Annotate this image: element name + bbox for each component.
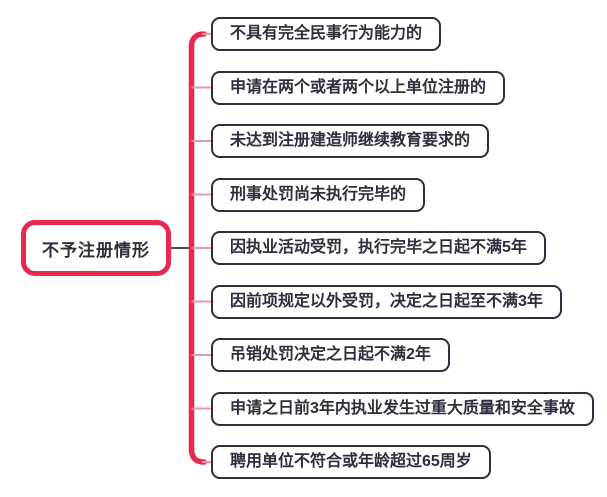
- branch-node-4[interactable]: 刑事处罚尚未执行完毕的: [211, 177, 426, 212]
- root-node[interactable]: 不予注册情形: [21, 220, 171, 276]
- trunk-top-curve: [188, 31, 207, 50]
- root-node-label: 不予注册情形: [42, 240, 150, 260]
- branch-node-7[interactable]: 吊销处罚决定之日起不满2年: [211, 338, 450, 372]
- branch-node-3[interactable]: 未达到注册建造师继续教育要求的: [211, 124, 490, 158]
- branch-node-6[interactable]: 因前项规定以外受罚，决定之日起至不满3年: [211, 284, 562, 319]
- trunk-bottom-curve: [188, 446, 207, 465]
- branch-node-1[interactable]: 不具有完全民事行为能力的: [211, 17, 442, 51]
- branch-node-5[interactable]: 因执业活动受罚，执行完毕之日起不满5年: [211, 231, 546, 265]
- branch-node-8[interactable]: 申请之日前3年内执业发生过重大质量和安全事故: [211, 391, 594, 426]
- branch-node-9[interactable]: 聘用单位不符合或年龄超过65周岁: [211, 445, 491, 479]
- branch-node-2[interactable]: 申请在两个或者两个以上单位注册的: [211, 70, 506, 105]
